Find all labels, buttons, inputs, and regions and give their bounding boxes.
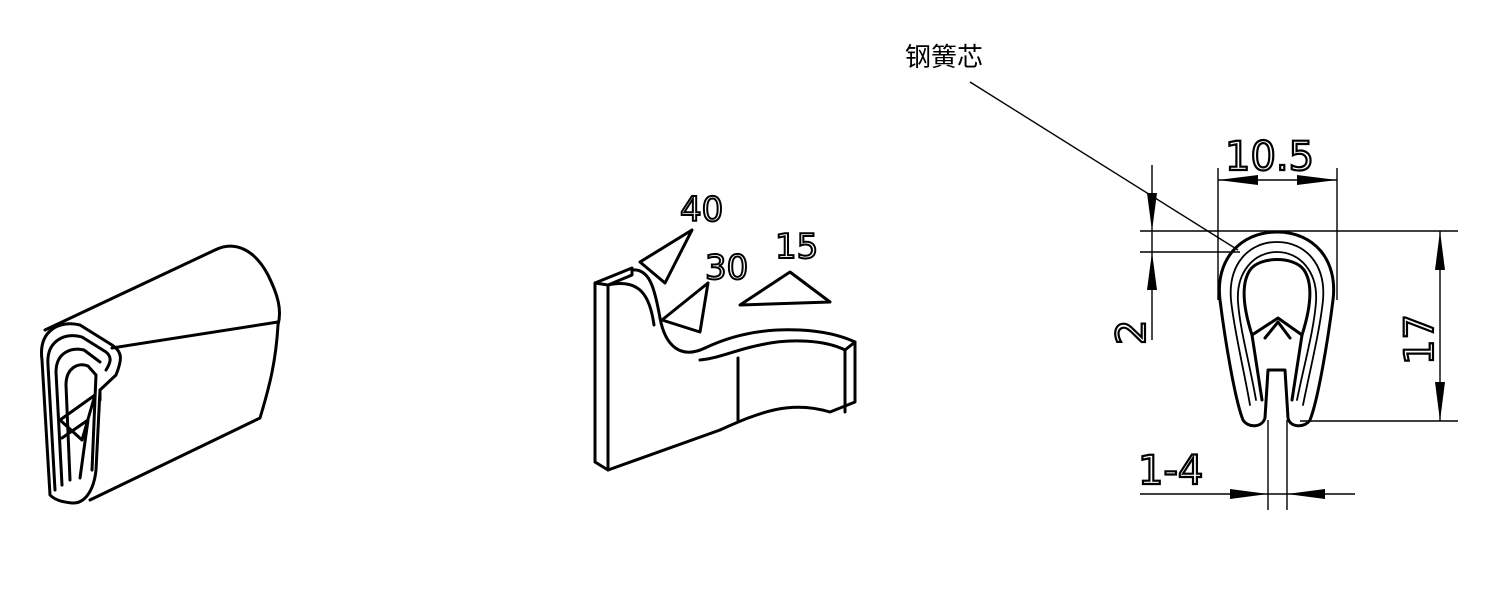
width-dimension: 10.5 xyxy=(1225,134,1314,180)
angle-label-15: 15 xyxy=(775,227,818,267)
cross-section-view: 钢簧芯 10.5 17 2 1-4 xyxy=(905,43,1458,510)
angle-label-40: 40 xyxy=(680,190,723,230)
callout-leader xyxy=(969,81,1239,251)
wall-dimension: 2 xyxy=(1109,320,1155,345)
angle-marker-15 xyxy=(738,270,832,307)
angle-marker-40 xyxy=(638,228,694,285)
steel-core-label: 钢簧芯 xyxy=(905,43,983,73)
isometric-profile-view xyxy=(40,244,282,505)
height-dimension: 17 xyxy=(1397,314,1443,365)
angle-label-30: 30 xyxy=(705,248,748,288)
angle-marker-30 xyxy=(660,281,710,334)
grip-range-dimension: 1-4 xyxy=(1138,448,1203,494)
mounting-angles-view: 40 30 15 xyxy=(593,189,857,472)
